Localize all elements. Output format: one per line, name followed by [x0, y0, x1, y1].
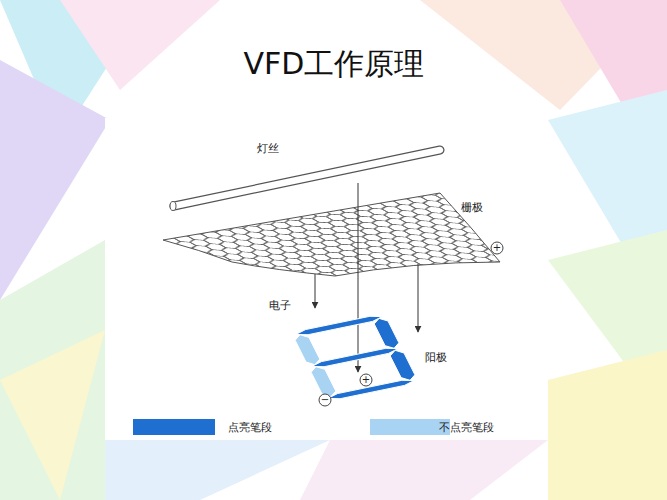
anode-segment — [311, 367, 336, 397]
legend-swatch — [133, 419, 215, 435]
part-label: 栅极 — [461, 200, 483, 215]
polarity-sign: + — [493, 243, 501, 253]
part-label: 灯丝 — [257, 141, 279, 156]
seven-segment-anode — [295, 316, 415, 398]
figure-panel — [105, 118, 548, 440]
legend-text: 点亮笔段 — [228, 420, 272, 435]
anode-segment — [374, 318, 399, 348]
polarity-symbol — [319, 242, 503, 406]
slide-title: VFD工作原理 — [244, 44, 425, 85]
anode-segment — [296, 316, 383, 334]
legend-swatch — [370, 419, 450, 435]
polarity-sign: + — [362, 375, 370, 385]
anode-segment — [390, 350, 415, 380]
grid-mesh — [163, 193, 500, 276]
filament — [170, 150, 440, 211]
electron-arrow — [315, 183, 418, 372]
anode-segment — [295, 335, 320, 365]
part-label: 电子 — [269, 298, 291, 313]
legend-text: 不点亮笔段 — [439, 420, 494, 435]
polarity-sign: − — [321, 395, 329, 405]
anode-segment — [312, 348, 398, 366]
part-label: 阳极 — [425, 350, 447, 365]
